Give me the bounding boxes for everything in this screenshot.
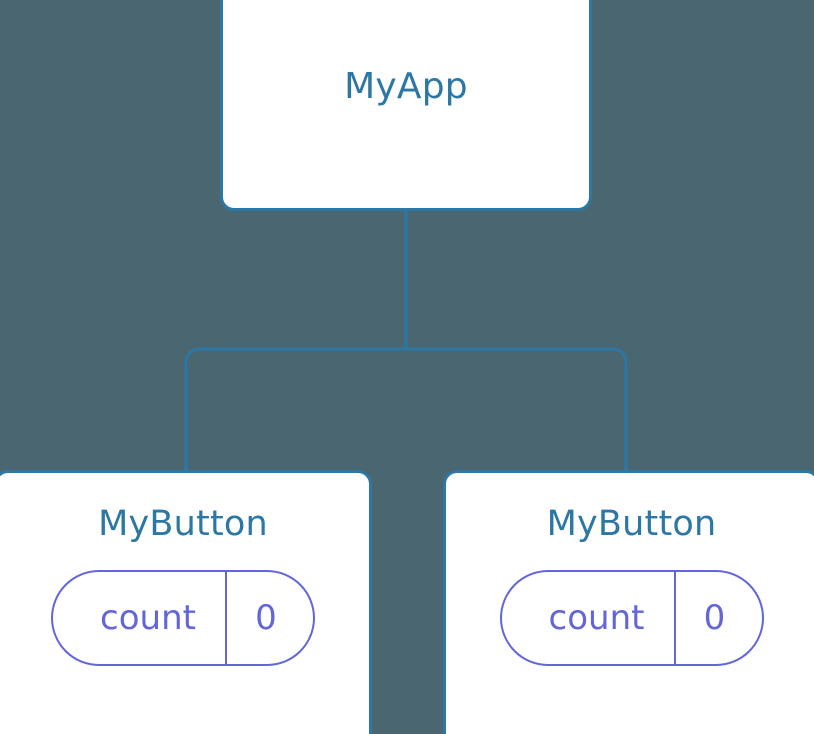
node-myapp-label: MyApp [344, 65, 468, 107]
node-mybutton-2[interactable]: MyButton count 0 [443, 470, 814, 734]
state-pill-count-2[interactable]: count 0 [499, 569, 764, 666]
node-mybutton-1-label: MyButton [98, 504, 268, 544]
state-pill-count-1[interactable]: count 0 [51, 569, 315, 666]
state-value-label-1: 0 [225, 571, 313, 664]
state-key-label-1: count [100, 597, 196, 638]
node-myapp[interactable]: MyApp [220, 0, 592, 211]
state-value-label-2: 0 [673, 571, 762, 664]
node-mybutton-1[interactable]: MyButton count 0 [0, 470, 372, 734]
node-mybutton-2-label: MyButton [546, 504, 717, 544]
state-key-label-2: count [548, 597, 645, 638]
connector-child-bus [184, 347, 628, 470]
